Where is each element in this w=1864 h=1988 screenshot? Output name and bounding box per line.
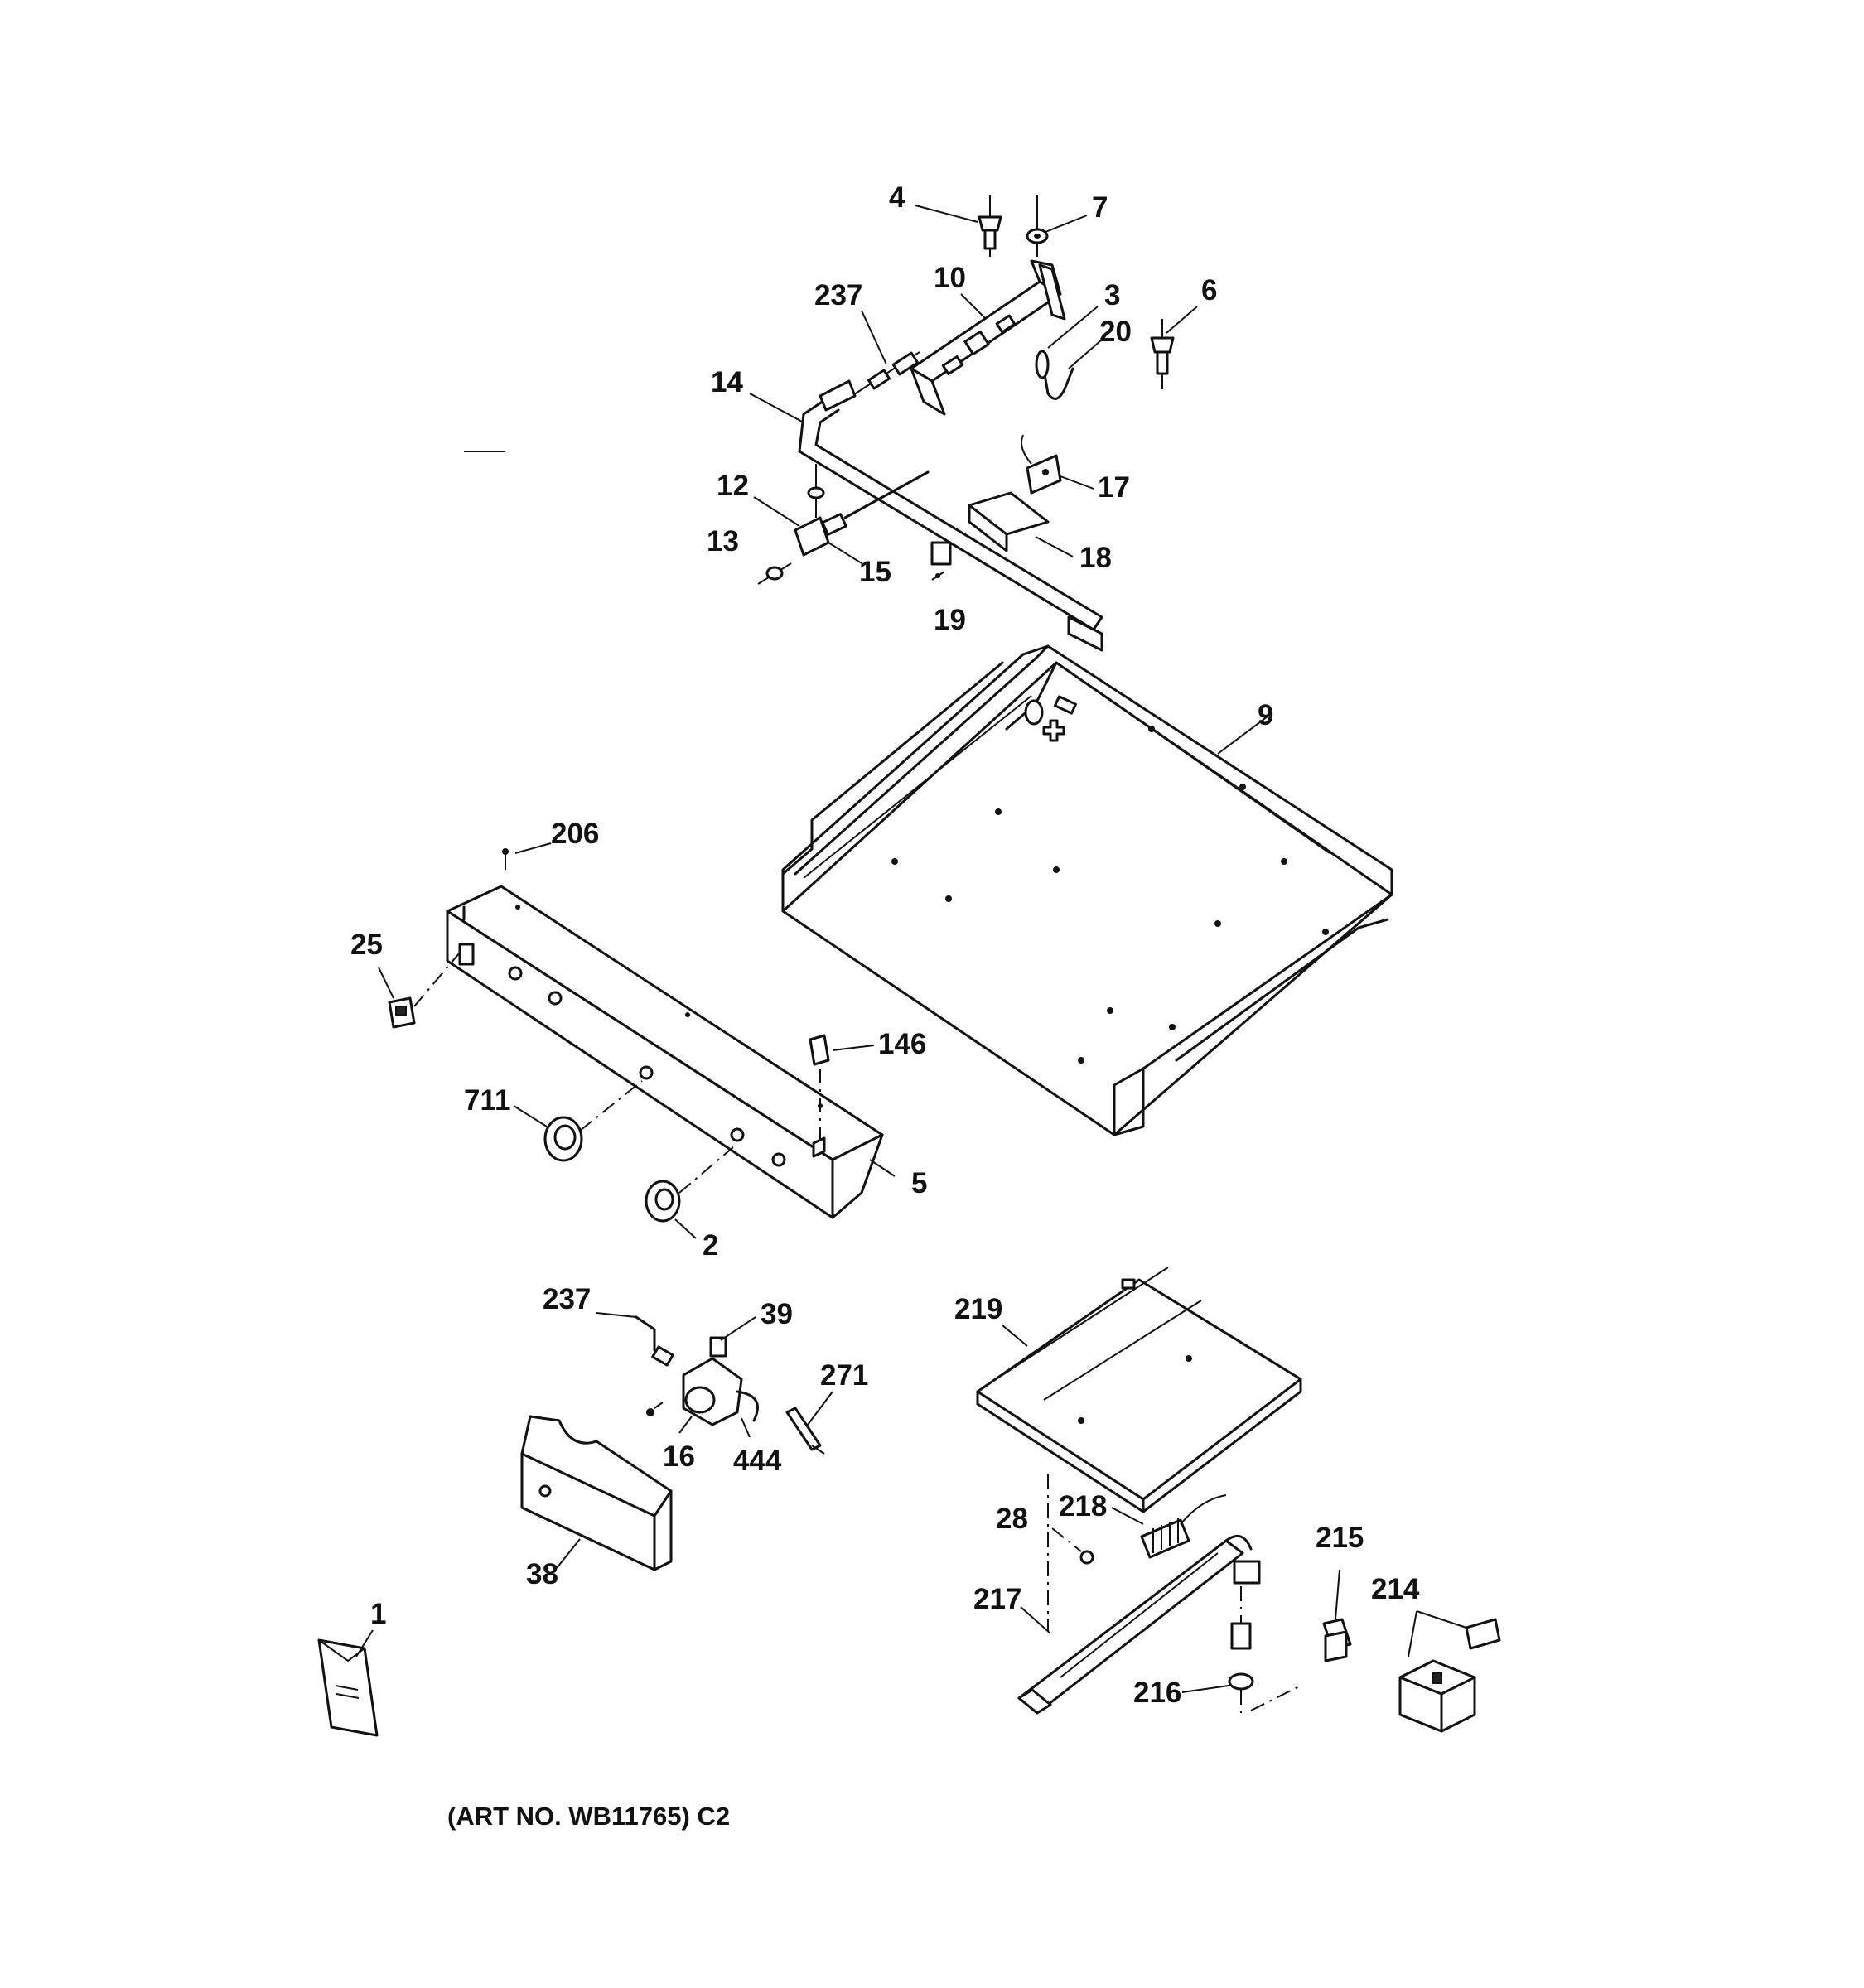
part-12-valve: [794, 464, 930, 557]
callout-14: 14: [711, 366, 743, 398]
art-number: (ART NO. WB11765) C2: [447, 1802, 730, 1831]
callout-444: 444: [733, 1445, 782, 1477]
callout-1: 1: [370, 1598, 386, 1630]
part-28-screw: [1051, 1527, 1094, 1565]
callout-19: 19: [934, 604, 966, 636]
callout-2: 2: [703, 1229, 718, 1262]
callout-13: 13: [707, 525, 739, 557]
part-13-nut: [757, 562, 792, 585]
callout-18: 18: [1079, 542, 1112, 574]
part-25-switch: [388, 952, 461, 1029]
part-2-knob: [645, 1146, 734, 1223]
callout-237-bottom: 237: [543, 1283, 591, 1315]
callout-711: 711: [464, 1084, 510, 1117]
part-237-fitting-bottom: [635, 1315, 674, 1367]
part-9-bottom-pan: [781, 644, 1393, 1136]
part-5-control-panel: [446, 885, 884, 1219]
part-216-orifice: [1228, 1586, 1301, 1715]
part-237-fitting-top: [848, 351, 920, 398]
part-214-valve: [1398, 1618, 1501, 1733]
part-39-valve: [682, 1336, 759, 1426]
part-16-screw: [646, 1402, 664, 1416]
callout-214: 214: [1371, 1573, 1420, 1605]
callout-216: 216: [1133, 1677, 1181, 1709]
part-218-igniter: [1140, 1494, 1227, 1559]
callout-10: 10: [934, 262, 966, 294]
callout-28: 28: [996, 1503, 1028, 1535]
part-146-clip: [809, 1034, 830, 1147]
callout-146: 146: [878, 1028, 926, 1060]
callout-25: 25: [350, 929, 383, 961]
part-206-screw: [502, 848, 509, 870]
callout-7: 7: [1092, 191, 1108, 224]
callout-9: 9: [1258, 699, 1273, 731]
callout-12: 12: [717, 470, 749, 502]
callout-38: 38: [526, 1558, 558, 1590]
part-7-nut: [1026, 195, 1049, 257]
part-20-loop: [1035, 350, 1074, 400]
callout-5: 5: [911, 1167, 927, 1199]
top-assembly: [757, 195, 1175, 652]
callout-3: 3: [1104, 279, 1120, 311]
part-4-screw: [978, 195, 1002, 257]
part-711-knob: [543, 1080, 643, 1162]
part-14-manifold: [798, 379, 1103, 652]
part-18-plate: [968, 491, 1050, 552]
callout-206: 206: [551, 818, 599, 850]
callout-39: 39: [761, 1298, 793, 1330]
part-17-switch: [1021, 434, 1062, 495]
leader-lines: [355, 205, 1467, 1693]
part-10-bracket: [910, 259, 1066, 416]
callout-219: 219: [954, 1293, 1002, 1325]
callout-15: 15: [859, 556, 891, 588]
callout-20: 20: [1099, 316, 1132, 348]
part-6-screw: [1150, 319, 1175, 389]
callout-217: 217: [973, 1583, 1021, 1615]
callout-4: 4: [889, 181, 905, 214]
callout-237-top: 237: [814, 279, 862, 311]
part-1-literature: [317, 1638, 379, 1737]
part-271-sensor: [785, 1407, 825, 1455]
callout-labels: 4 7 10 237 3 6 20 14 12 17 13 18 15 19 9…: [350, 181, 1420, 1709]
part-217-burner: [1017, 1534, 1261, 1715]
callout-16: 16: [663, 1440, 695, 1473]
part-38-cover: [520, 1415, 673, 1571]
part-219-baffle: [976, 1267, 1302, 1632]
callout-215: 215: [1316, 1522, 1364, 1554]
callout-271: 271: [820, 1359, 868, 1392]
part-215-bracket: [1322, 1618, 1352, 1662]
part-19-screw: [930, 541, 952, 581]
callout-17: 17: [1098, 471, 1130, 504]
callout-6: 6: [1201, 274, 1217, 306]
callout-218: 218: [1059, 1490, 1107, 1522]
